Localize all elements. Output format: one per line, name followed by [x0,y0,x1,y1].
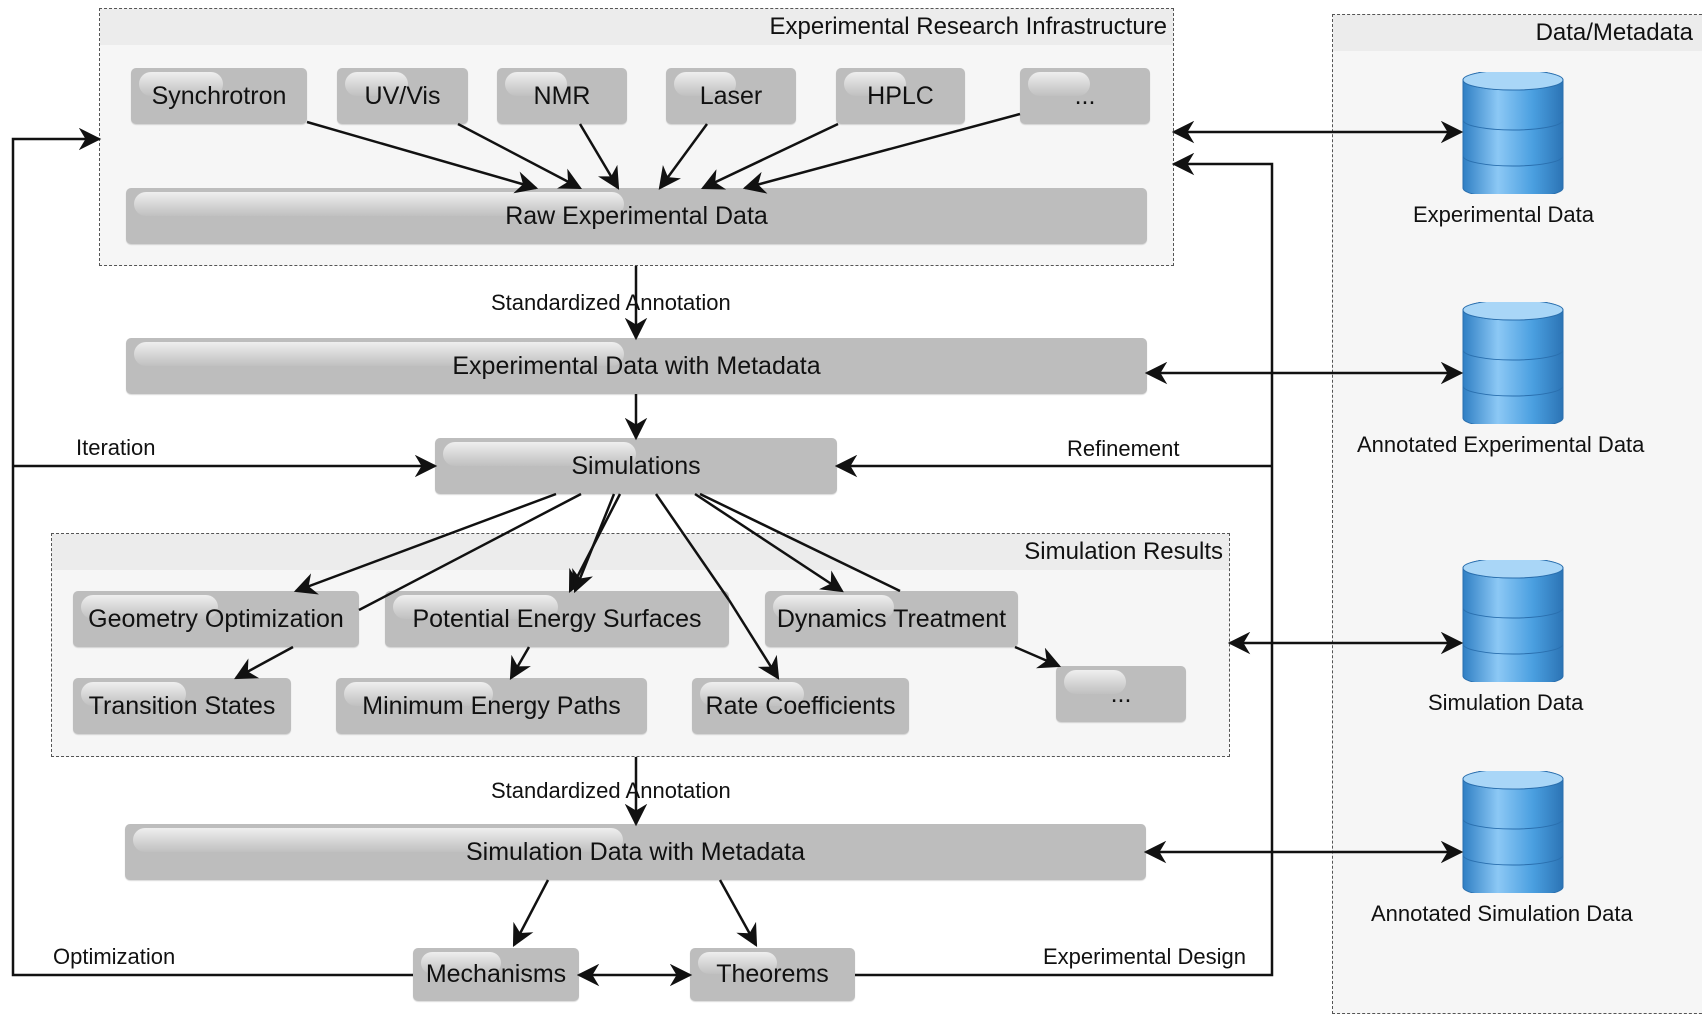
instrument-synchrotron: Synchrotron [131,68,307,124]
data-metadata-header [1333,15,1702,51]
simulation-results-title: Simulation Results [1024,538,1223,565]
label-iteration: Iteration [76,435,156,460]
connector-20 [512,879,550,947]
instrument-nmr: NMR [497,68,627,124]
instrument-laser: Laser [666,68,796,124]
database-annotated-simulation-data-label: Annotated Simulation Data [1371,901,1633,926]
simulations: Simulations [435,438,837,494]
connector-3 [658,123,709,190]
results-more: ... [1056,666,1186,722]
database-experimental-data-label: Experimental Data [1413,202,1594,227]
raw-experimental-data: Raw Experimental Data [126,188,1147,244]
connector-11 [572,493,616,594]
connector-14 [694,492,844,593]
database-annotated-experimental-data-icon [1462,302,1564,424]
simulation-data-with-metadata: Simulation Data with Metadata [125,824,1146,880]
connector-1 [457,122,582,190]
dynamics-treatment: Dynamics Treatment [765,591,1018,647]
geometry-optimization: Geometry Optimization [73,591,359,647]
label-refinement: Refinement [1067,436,1180,461]
connector-8 [293,492,557,595]
connector-12 [654,493,731,601]
data-metadata-title: Data/Metadata [1535,19,1693,46]
label-optimization: Optimization [53,944,176,969]
mechanisms: Mechanisms [413,948,579,1001]
connector-0 [306,120,539,194]
connector-23 [11,127,413,977]
theorems: Theorems [690,948,855,1001]
instrument-uv-vis: UV/Vis [337,68,468,124]
connector-18 [1014,645,1062,669]
connector-17 [509,646,531,680]
infrastructure-header [100,9,1173,45]
connector-25 [855,152,1274,977]
minimum-energy-paths: Minimum Energy Paths [336,678,647,734]
instrument-hplc: HPLC [836,68,965,124]
simulation-results-header [52,534,1229,570]
transition-states: Transition States [73,678,291,734]
connector-13 [727,599,780,680]
database-simulation-data-icon [1462,560,1564,682]
connector-2 [578,123,620,190]
connector-15 [699,492,901,593]
infrastructure-title: Experimental Research Infrastructure [769,13,1168,40]
label-standardized-annotation-1: Standardized Annotation [491,290,731,315]
connector-9 [358,492,582,612]
label-standardized-annotation-2: Standardized Annotation [491,778,731,803]
database-simulation-data-label: Simulation Data [1428,690,1584,715]
potential-energy-surfaces: Potential Energy Surfaces [385,591,729,647]
database-annotated-experimental-data-label: Annotated Experimental Data [1357,432,1645,457]
rate-coefficients: Rate Coefficients [692,678,909,734]
label-experimental-design: Experimental Design [1043,944,1246,969]
connector-21 [718,879,758,947]
connector-16 [234,645,294,680]
instrument-more: ... [1020,68,1150,124]
database-annotated-simulation-data-icon [1462,771,1564,893]
database-experimental-data-icon [1462,72,1564,194]
connector-4 [700,122,839,190]
connector-5 [742,112,1021,194]
experimental-data-with-metadata: Experimental Data with Metadata [126,338,1147,394]
